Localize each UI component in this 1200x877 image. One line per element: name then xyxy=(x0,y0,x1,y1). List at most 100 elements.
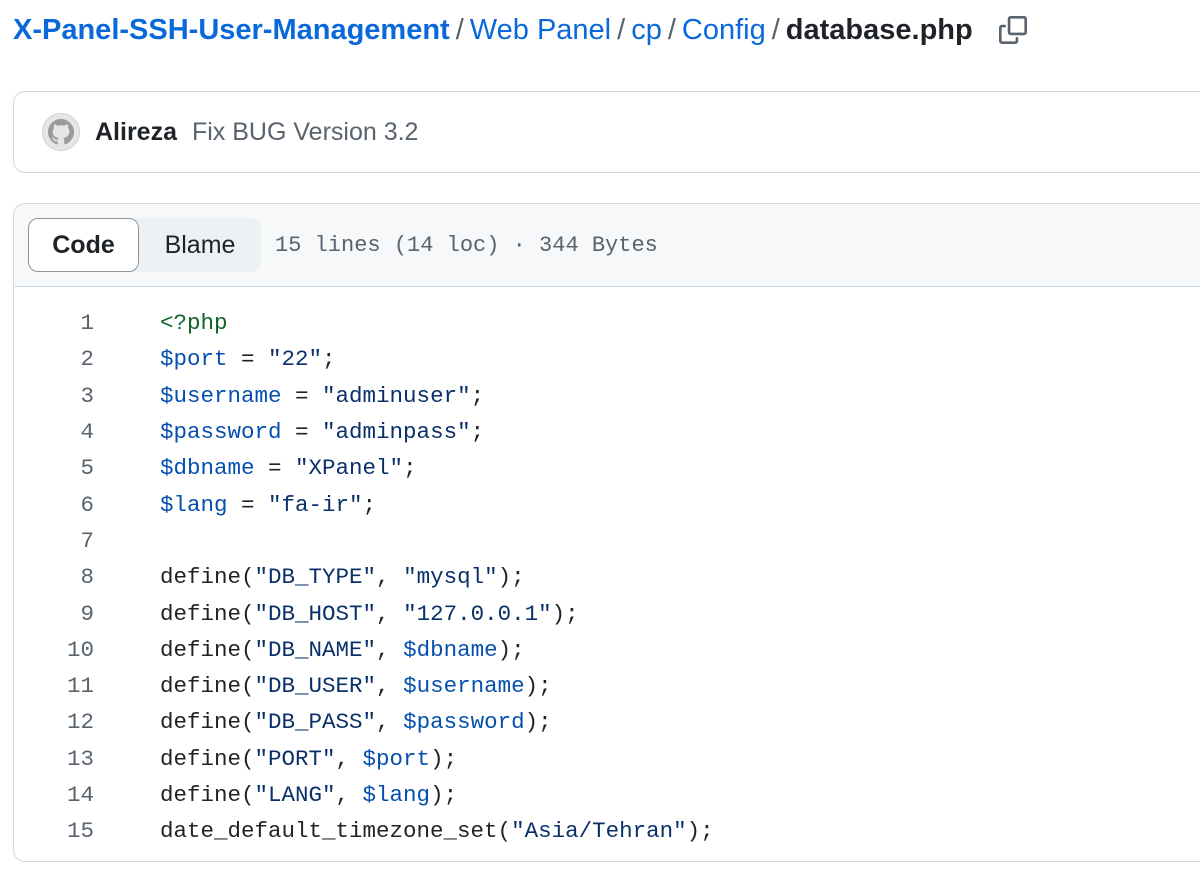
breadcrumb-repo-link[interactable]: X-Panel-SSH-User-Management xyxy=(13,13,450,46)
breadcrumb: X-Panel-SSH-User-Management / Web Panel … xyxy=(13,10,1031,50)
code-token: ); xyxy=(524,709,552,736)
line-number[interactable]: 10 xyxy=(66,636,94,663)
code-token: , xyxy=(376,564,404,591)
latest-commit-box: Alireza Fix BUG Version 3.2 xyxy=(13,91,1200,173)
copy-path-button[interactable] xyxy=(995,12,1031,48)
code-line: 11 define("DB_USER", $username); xyxy=(14,668,552,704)
code-token: $port xyxy=(362,745,431,772)
code-listing: 1 <?php 2 $port = "22"; 3 $username = "adminu… xyxy=(14,305,714,849)
line-number[interactable]: 13 xyxy=(66,745,94,772)
breadcrumb-separator: / xyxy=(771,13,780,46)
code-token: , xyxy=(376,600,404,627)
code-token: ); xyxy=(686,818,714,845)
line-number[interactable]: 3 xyxy=(80,382,94,409)
code-token: define( xyxy=(160,782,255,808)
avatar[interactable] xyxy=(42,113,80,151)
code-token: $password xyxy=(160,419,282,446)
tab-blame[interactable]: Blame xyxy=(164,230,236,259)
breadcrumb-link-config[interactable]: Config xyxy=(681,13,766,46)
copy-icon xyxy=(998,16,1027,44)
code-token: , xyxy=(335,745,363,772)
commit-message[interactable]: Fix BUG Version 3.2 xyxy=(191,117,419,146)
code-token: ; xyxy=(322,346,336,373)
code-token: "XPanel" xyxy=(295,455,404,482)
line-number[interactable]: 8 xyxy=(80,564,94,591)
code-token: "Asia/Tehran" xyxy=(511,818,687,845)
code-token: = xyxy=(254,455,296,482)
code-token: "DB_HOST" xyxy=(254,600,377,627)
line-number[interactable]: 12 xyxy=(66,709,94,736)
line-number[interactable]: 2 xyxy=(80,346,94,373)
code-token: define( xyxy=(160,673,255,700)
line-number[interactable]: 4 xyxy=(80,419,94,446)
code-token: "DB_NAME" xyxy=(254,636,377,663)
breadcrumb-link-web-panel[interactable]: Web Panel xyxy=(469,13,612,46)
code-text: <?php xyxy=(160,310,228,336)
line-number[interactable]: 6 xyxy=(80,491,94,518)
code-token: = xyxy=(281,419,323,446)
line-number[interactable]: 9 xyxy=(80,600,94,627)
code-token: $username xyxy=(403,673,525,700)
code-token: , xyxy=(376,709,404,736)
code-token: "127.0.0.1" xyxy=(403,600,552,627)
code-token: ; xyxy=(362,491,377,518)
code-text: $port = "22"; xyxy=(160,346,336,372)
code-token: <?php xyxy=(160,310,228,337)
tab-code[interactable]: Code xyxy=(28,218,139,272)
code-token: "fa-ir" xyxy=(268,491,363,518)
code-text: date_default_timezone_set("Asia/Tehran")… xyxy=(160,818,714,844)
code-token: "PORT" xyxy=(254,745,336,772)
code-token: "DB_PASS" xyxy=(254,709,377,736)
line-number[interactable]: 11 xyxy=(66,673,94,700)
file-header: Code Blame 15 lines (14 loc) · 344 Bytes xyxy=(14,204,1200,287)
code-token: ); xyxy=(524,673,552,700)
line-number[interactable]: 5 xyxy=(80,455,94,482)
code-token: "DB_TYPE" xyxy=(254,564,377,591)
line-number[interactable]: 1 xyxy=(80,310,94,337)
code-token: "adminpass" xyxy=(322,419,471,446)
code-text: $password = "adminpass"; xyxy=(160,419,484,445)
code-token: ); xyxy=(551,600,579,627)
file-stats: 15 lines (14 loc) · 344 Bytes xyxy=(275,232,658,258)
code-token: define( xyxy=(160,709,255,736)
code-token: $lang xyxy=(362,782,431,808)
breadcrumb-separator: / xyxy=(617,13,626,46)
code-token: ); xyxy=(497,564,525,591)
code-token: ); xyxy=(430,782,458,808)
code-token: , xyxy=(376,636,404,663)
code-token: $dbname xyxy=(403,636,498,663)
code-token: "LANG" xyxy=(254,782,336,808)
code-line: 1 <?php xyxy=(14,305,227,341)
code-token: ; xyxy=(470,382,485,409)
code-line: 14 define("LANG", $lang); xyxy=(14,777,457,813)
code-line: 12 define("DB_PASS", $password); xyxy=(14,704,552,740)
breadcrumb-separator: / xyxy=(455,13,464,46)
code-token: , xyxy=(335,782,363,808)
code-line: 4 $password = "adminpass"; xyxy=(14,414,484,450)
commit-author[interactable]: Alireza xyxy=(95,117,177,146)
code-text: define("LANG", $lang); xyxy=(160,782,457,808)
code-text: define("DB_PASS", $password); xyxy=(160,709,552,735)
code-token: $port xyxy=(160,346,228,373)
code-token: = xyxy=(227,346,269,373)
code-token: "adminuser" xyxy=(322,382,471,409)
code-text: define("DB_HOST", "127.0.0.1"); xyxy=(160,601,579,627)
breadcrumb-current-file: database.php xyxy=(785,13,973,46)
code-token: ; xyxy=(470,419,485,446)
code-line: 6 $lang = "fa-ir"; xyxy=(14,486,376,522)
breadcrumb-link-cp[interactable]: cp xyxy=(631,13,662,46)
code-token: "DB_USER" xyxy=(254,673,377,700)
code-text: define("DB_USER", $username); xyxy=(160,673,552,699)
code-token: , xyxy=(376,673,404,700)
code-line: 9 define("DB_HOST", "127.0.0.1"); xyxy=(14,595,578,631)
line-number[interactable]: 7 xyxy=(80,527,94,554)
code-token: define( xyxy=(160,600,255,627)
code-line: 2 $port = "22"; xyxy=(14,341,335,377)
line-number[interactable]: 14 xyxy=(66,782,94,808)
code-token: $lang xyxy=(160,491,228,518)
code-token: = xyxy=(227,491,269,518)
code-token: ; xyxy=(403,455,417,482)
line-number[interactable]: 15 xyxy=(66,818,94,845)
code-text: $dbname = "XPanel"; xyxy=(160,455,417,481)
